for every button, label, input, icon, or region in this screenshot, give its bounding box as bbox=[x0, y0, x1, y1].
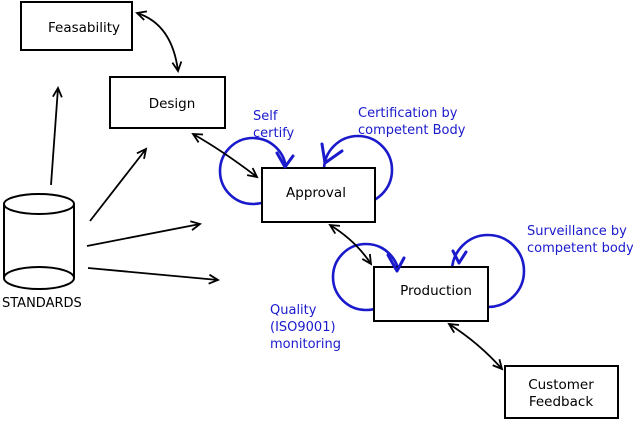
node-approval-box bbox=[261, 167, 376, 223]
annotation-quality-monitoring: Quality (ISO9001) monitoring bbox=[270, 303, 341, 352]
edge-production-customer-feedback bbox=[449, 324, 502, 369]
annotation-self-certify-line1: Self bbox=[253, 109, 278, 124]
edge-standards-production bbox=[87, 267, 218, 280]
annotation-certification: Certification by competent Body bbox=[358, 106, 466, 138]
loop-quality-monitoring-arrowhead bbox=[386, 253, 406, 273]
node-customer-feedback-label-line2: Feedback bbox=[529, 394, 593, 410]
annotation-quality-line3: monitoring bbox=[270, 337, 341, 352]
node-approval: Approval bbox=[261, 167, 376, 223]
loop-surveillance-arrowhead bbox=[451, 249, 468, 265]
annotation-surveillance-line2: competent body bbox=[527, 241, 633, 256]
node-feasibility-label: Feasability bbox=[48, 20, 120, 36]
node-feasibility: Feasability bbox=[20, 1, 133, 51]
node-design: Design bbox=[109, 76, 226, 129]
edge-standards-feasibility bbox=[50, 88, 58, 186]
edge-approval-production bbox=[330, 225, 371, 264]
node-production-label: Production bbox=[400, 283, 472, 299]
node-customer-feedback: Customer Feedback bbox=[504, 365, 619, 419]
annotation-quality-line2: (ISO9001) bbox=[270, 320, 336, 335]
loop-self-certify-arrowhead bbox=[275, 151, 295, 169]
edge-design-approval bbox=[193, 134, 257, 177]
standards-cylinder bbox=[3, 193, 75, 290]
node-feasibility-box bbox=[20, 1, 133, 51]
edge-standards-approval bbox=[86, 224, 200, 247]
cylinder-sides bbox=[3, 204, 75, 278]
node-customer-feedback-box bbox=[504, 365, 619, 419]
node-approval-label: Approval bbox=[286, 185, 346, 201]
annotation-certification-line2: competent Body bbox=[358, 123, 466, 138]
annotation-surveillance-line1: Surveillance by bbox=[527, 224, 627, 239]
edge-standards-design bbox=[89, 149, 146, 222]
node-design-label: Design bbox=[149, 96, 196, 112]
annotation-quality-line1: Quality bbox=[270, 303, 317, 318]
node-design-box bbox=[109, 76, 226, 129]
node-production-box bbox=[373, 266, 489, 322]
loop-certification-arrowhead bbox=[320, 142, 344, 165]
annotation-self-certify: Self certify bbox=[253, 109, 295, 141]
annotation-surveillance: Surveillance by competent body bbox=[527, 224, 633, 256]
node-customer-feedback-label-line1: Customer bbox=[528, 377, 594, 393]
edge-feasibility-design bbox=[137, 13, 178, 71]
cylinder-top bbox=[3, 193, 75, 215]
annotation-certification-line1: Certification by bbox=[358, 106, 458, 121]
standards-label: STANDARDS bbox=[2, 296, 82, 311]
annotation-self-certify-line2: certify bbox=[253, 126, 295, 141]
cylinder-bottom bbox=[3, 266, 75, 290]
node-production: Production bbox=[373, 266, 489, 322]
